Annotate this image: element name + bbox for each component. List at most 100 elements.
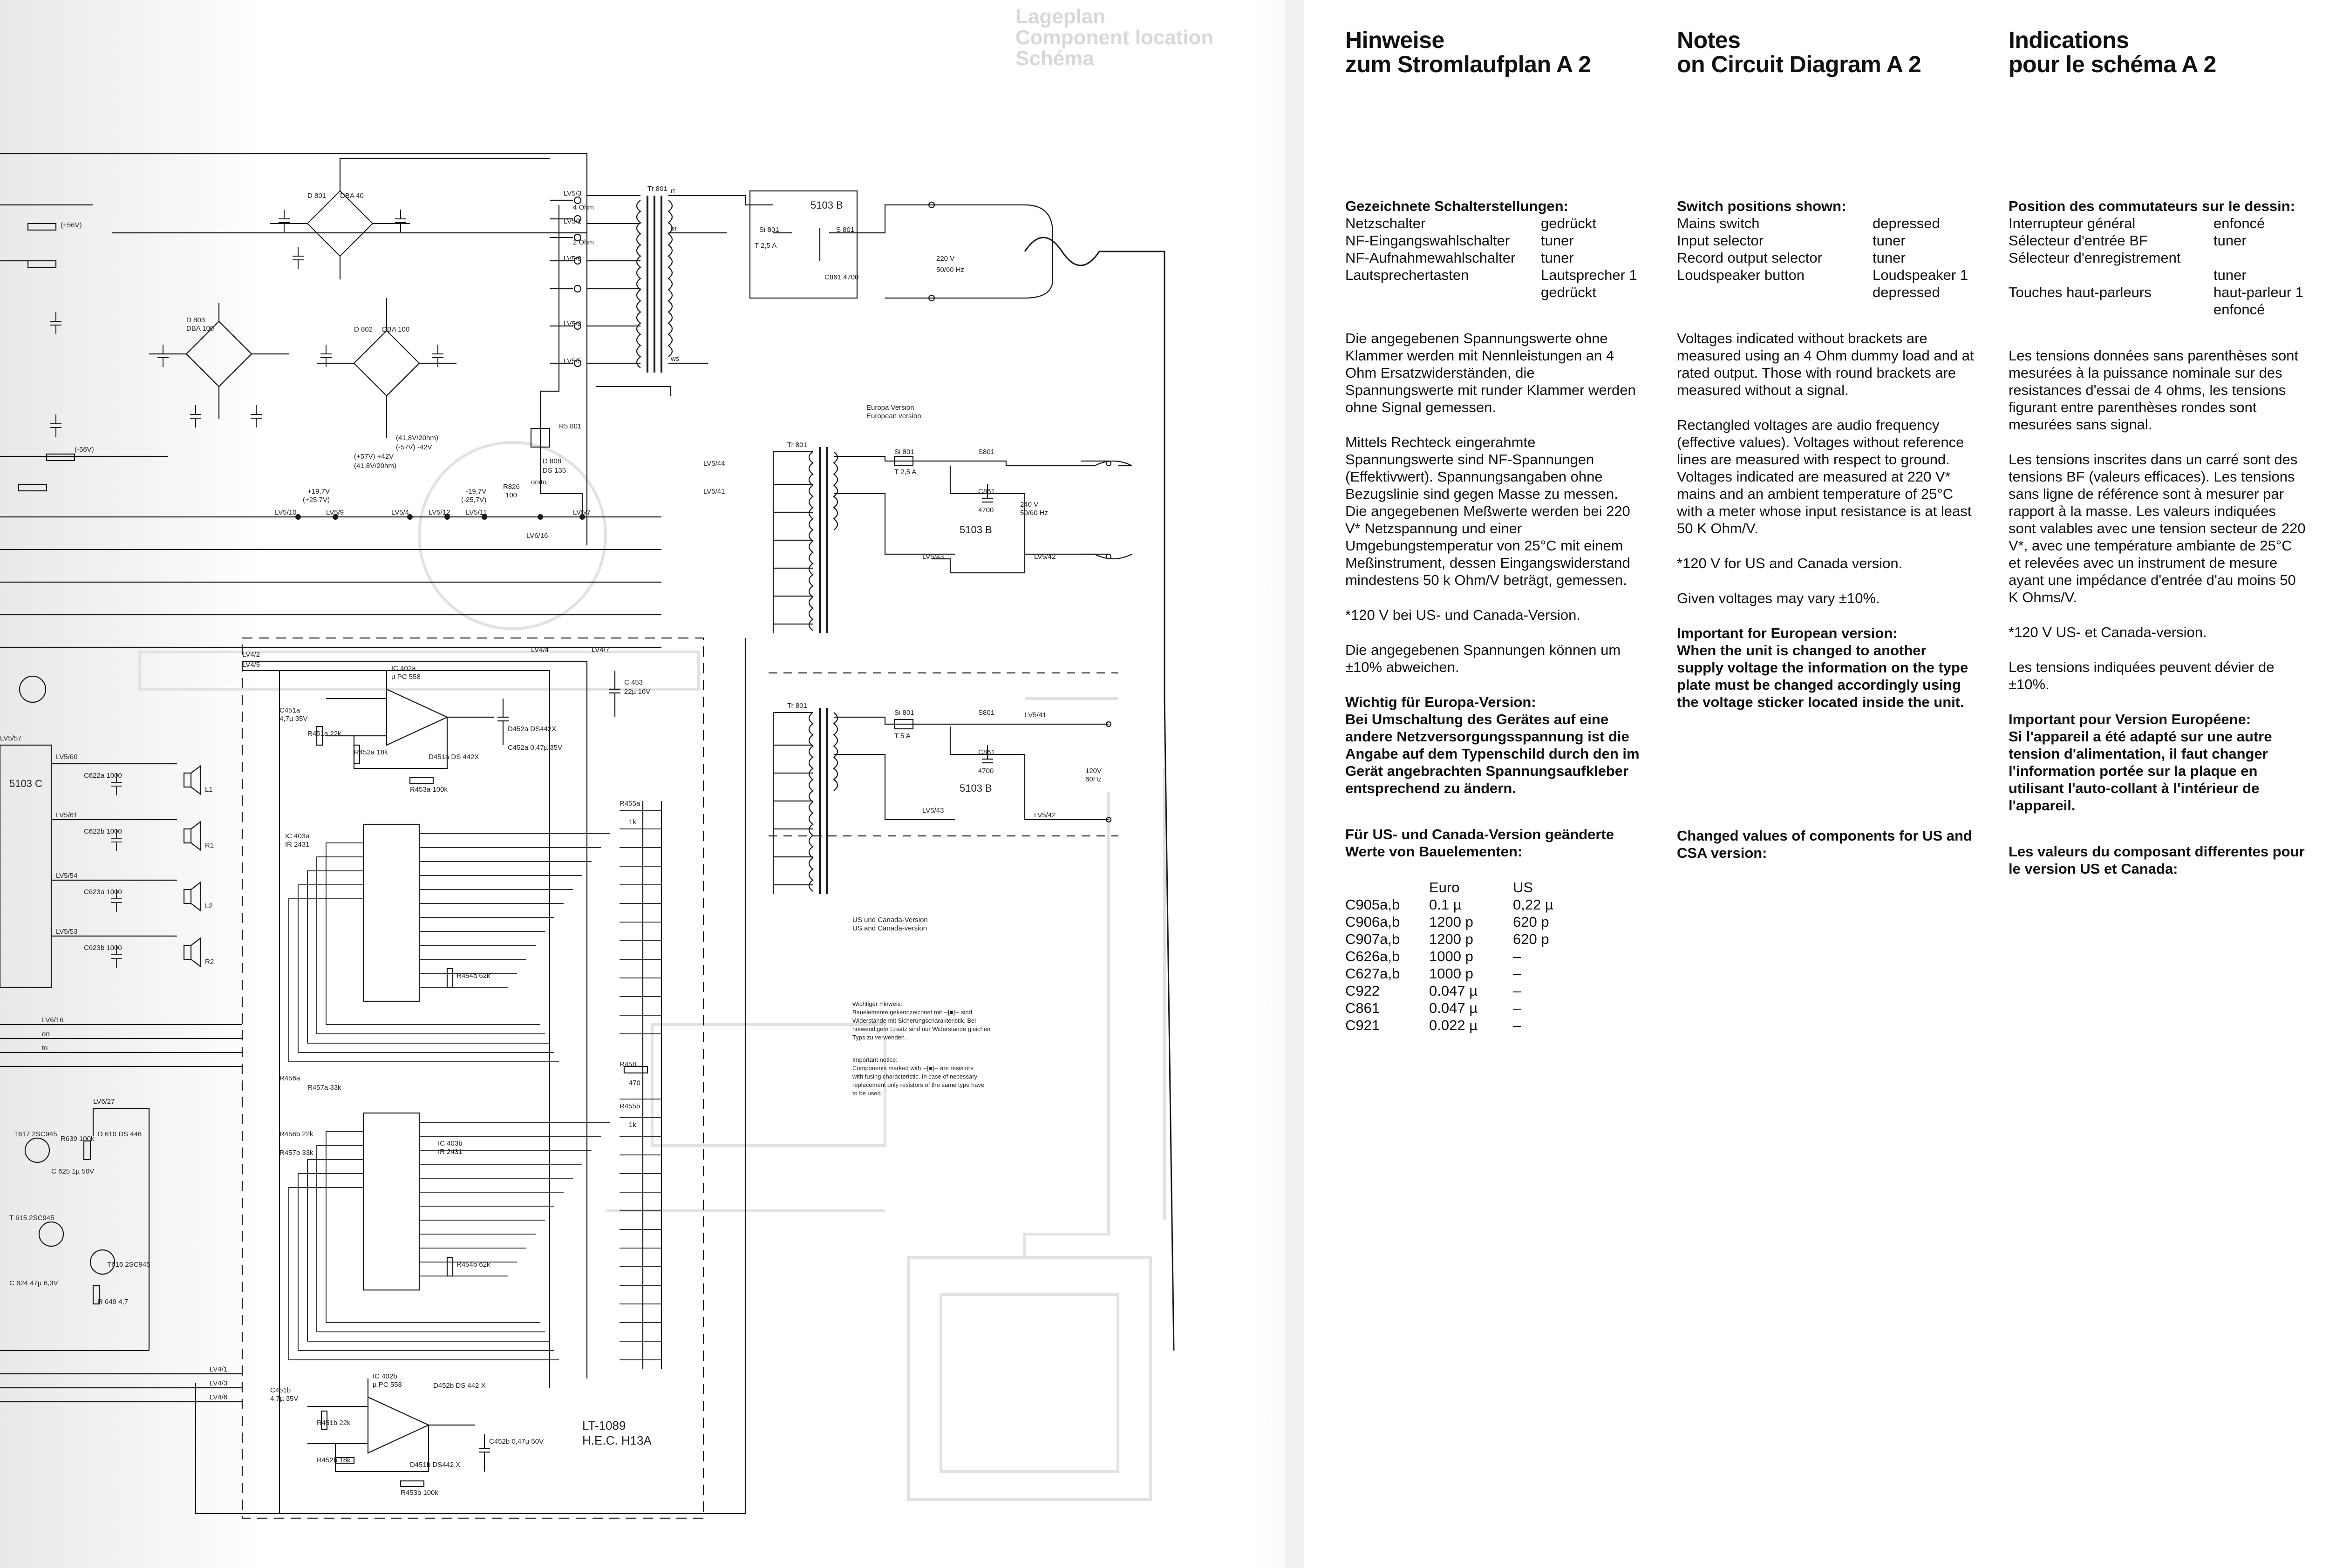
svg-text:240 V: 240 V xyxy=(1020,501,1038,509)
important-heading-fr: Important pour Version Européene: xyxy=(2009,711,2251,727)
switch-key xyxy=(2009,266,2213,284)
svg-text:C 453: C 453 xyxy=(624,679,643,686)
table-header: US xyxy=(1513,879,1533,896)
svg-text:R826: R826 xyxy=(503,483,520,491)
svg-text:LV5/7: LV5/7 xyxy=(573,509,591,516)
svg-text:T 5 A: T 5 A xyxy=(894,732,911,740)
svg-text:notwendigem Ersatz sind nur Wi: notwendigem Ersatz sind nur Widerstände … xyxy=(852,1025,990,1032)
svg-text:D452b DS 442 X: D452b DS 442 X xyxy=(433,1382,486,1390)
paragraph-voltages-en: Voltages indicated without brackets are … xyxy=(1677,330,1974,398)
svg-text:D 803: D 803 xyxy=(186,316,205,324)
svg-text:with fusing characteristic. In: with fusing characteristic. In case of n… xyxy=(852,1073,978,1080)
svg-text:T 2,5 A: T 2,5 A xyxy=(755,242,776,250)
svg-text:LV6/27: LV6/27 xyxy=(93,1098,115,1106)
svg-text:LV5/8: LV5/8 xyxy=(564,255,581,263)
svg-text:60Hz: 60Hz xyxy=(1085,775,1102,783)
changed-heading-fr: Les valeurs du composant differentes pou… xyxy=(2009,843,2305,877)
svg-text:T 2,5 A: T 2,5 A xyxy=(894,468,916,476)
svg-text:C452a 0,47µ 35V: C452a 0,47µ 35V xyxy=(508,744,562,752)
svg-text:Wichtiger Hinweis:: Wichtiger Hinweis: xyxy=(852,1000,902,1007)
switch-value xyxy=(2213,249,2307,266)
svg-text:C623b 1000: C623b 1000 xyxy=(84,944,122,952)
svg-text:or: or xyxy=(671,224,677,232)
svg-text:(41,8V/20hm): (41,8V/20hm) xyxy=(354,462,396,470)
svg-text:2 Ohm: 2 Ohm xyxy=(573,238,594,246)
svg-text:LV5/5: LV5/5 xyxy=(564,357,581,365)
svg-text:4700: 4700 xyxy=(978,767,994,775)
svg-text:(41,8V/20hm): (41,8V/20hm) xyxy=(396,434,438,442)
svg-text:1k: 1k xyxy=(629,818,636,826)
switch-value: tuner xyxy=(1873,232,1906,249)
switch-value: gedrückt xyxy=(1541,215,1596,231)
switch-value: Loudspeaker 1 xyxy=(1873,267,1968,283)
svg-text:(+57V) +42V: (+57V) +42V xyxy=(354,453,394,461)
svg-text:R456a: R456a xyxy=(279,1074,300,1082)
paragraph-voltages-fr: Les tensions données sans parenthèses so… xyxy=(2009,347,2299,433)
svg-text:C451a: C451a xyxy=(279,706,300,714)
title-de-line2: zum Stromlaufplan A 2 xyxy=(1345,51,1591,77)
switch-key: Interrupteur général xyxy=(2009,215,2136,231)
switch-key xyxy=(1677,284,1873,301)
svg-text:4 Ohm: 4 Ohm xyxy=(573,204,594,211)
svg-text:5103 B: 5103 B xyxy=(810,199,843,211)
svg-text:C 625 1µ 50V: C 625 1µ 50V xyxy=(51,1168,94,1175)
svg-text:H.E.C. H13A: H.E.C. H13A xyxy=(582,1433,652,1447)
svg-text:R454b 62k: R454b 62k xyxy=(456,1261,490,1269)
svg-text:R639 100k: R639 100k xyxy=(61,1135,95,1143)
switch-positions-fr: Position des commutateurs sur le dessin:… xyxy=(2009,197,2307,318)
svg-text:LV4/1: LV4/1 xyxy=(210,1365,227,1373)
svg-text:LV5/42: LV5/42 xyxy=(1034,811,1056,819)
svg-text:R453a 100k: R453a 100k xyxy=(410,786,448,794)
switch-key xyxy=(2009,301,2213,318)
svg-text:LV5/4: LV5/4 xyxy=(391,509,409,516)
svg-text:on/to: on/to xyxy=(531,478,546,486)
switch-key: Touches haut-parleurs xyxy=(2009,284,2152,300)
switch-heading-fr: Position des commutateurs sur le dessin: xyxy=(2009,198,2295,214)
svg-text:L2: L2 xyxy=(205,902,213,910)
svg-text:(+25,7V): (+25,7V) xyxy=(303,496,330,504)
svg-text:to: to xyxy=(42,1044,48,1052)
switch-value: enfoncé xyxy=(2213,215,2265,231)
svg-text:(+56V): (+56V) xyxy=(61,221,82,229)
svg-text:D452a DS442X: D452a DS442X xyxy=(508,725,556,733)
schematic-labels: 5103 B 5103 C 5103 B 5103 B LT-1089 H.E.… xyxy=(0,185,1102,1497)
svg-text:Si 801: Si 801 xyxy=(759,226,779,234)
svg-text:R 649 4,7: R 649 4,7 xyxy=(98,1298,128,1306)
svg-text:IC 403a: IC 403a xyxy=(285,832,310,840)
svg-text:LV5/53: LV5/53 xyxy=(56,928,77,936)
svg-text:R454a 62k: R454a 62k xyxy=(456,972,490,980)
svg-text:IR 2431: IR 2431 xyxy=(438,1148,463,1156)
svg-text:(-25,7V): (-25,7V) xyxy=(461,496,486,504)
svg-text:DBA 40: DBA 40 xyxy=(340,192,364,200)
paragraph-us-de: *120 V bei US- und Canada-Version. xyxy=(1345,607,1580,623)
svg-text:LV5/57: LV5/57 xyxy=(0,734,21,742)
svg-text:Tr 801: Tr 801 xyxy=(787,702,807,710)
switch-key: Record output selector xyxy=(1677,250,1822,266)
svg-text:LV5/44: LV5/44 xyxy=(703,460,725,468)
svg-text:LV5/1: LV5/1 xyxy=(564,217,581,225)
svg-text:Widerstände mit Sicherungschar: Widerstände mit Sicherungscharakteristik… xyxy=(852,1017,976,1024)
svg-text:C861: C861 xyxy=(978,488,995,496)
svg-text:C622a 1000: C622a 1000 xyxy=(84,772,122,780)
svg-text:50/60 Hz: 50/60 Hz xyxy=(936,266,964,274)
svg-text:T 615 2SC945: T 615 2SC945 xyxy=(9,1214,54,1222)
switch-value: tuner xyxy=(2213,232,2247,249)
important-body-en: When the unit is changed to another supp… xyxy=(1677,642,1968,710)
svg-text:R1: R1 xyxy=(205,842,214,849)
svg-text:220 V: 220 V xyxy=(936,255,954,263)
important-fr: Important pour Version Européene: Si l'a… xyxy=(2009,711,2307,814)
svg-text:ws: ws xyxy=(670,355,679,363)
svg-text:LV4/5: LV4/5 xyxy=(242,661,260,669)
svg-text:R451a 22k: R451a 22k xyxy=(307,730,341,738)
switch-key: NF-Eingangswahlschalter xyxy=(1345,232,1510,249)
svg-text:rt: rt xyxy=(671,187,675,195)
paragraph-us-fr: *120 V US- et Canada-version. xyxy=(2009,624,2207,640)
svg-text:LV4/6: LV4/6 xyxy=(210,1393,227,1401)
